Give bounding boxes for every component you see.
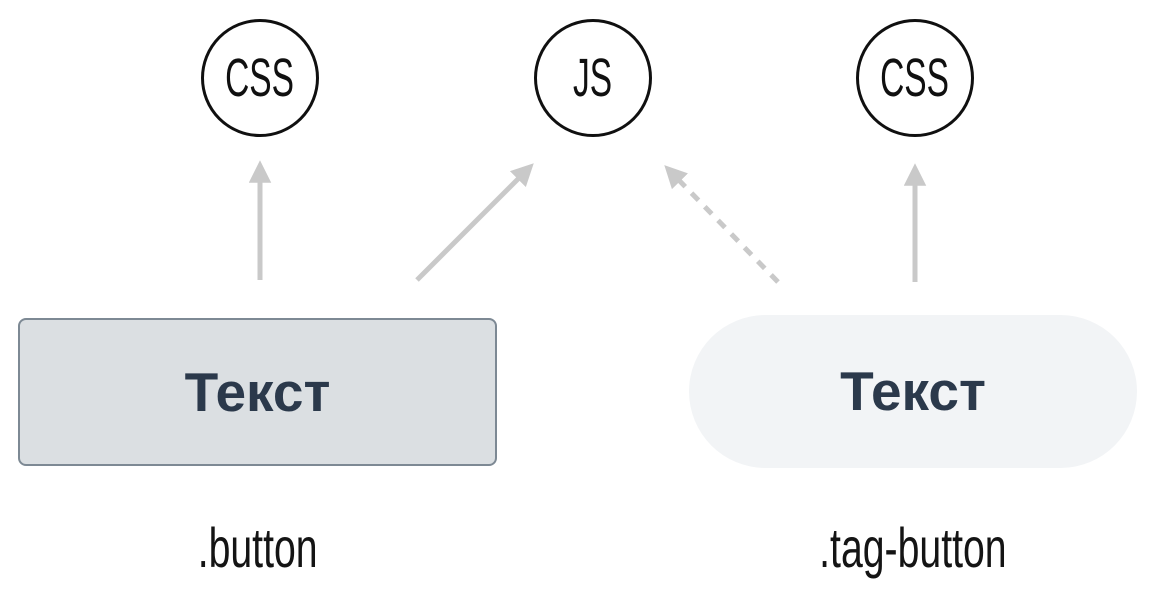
node-css-right-label: CSS xyxy=(880,48,950,108)
tag-button-example: Текст xyxy=(689,315,1137,468)
node-js: JS xyxy=(534,19,652,137)
tag-button-example-label: Текст xyxy=(840,360,986,422)
tag-button-class-label-text: .tag-button xyxy=(819,516,1007,579)
button-example: Текст xyxy=(18,318,497,466)
button-class-label-text: .button xyxy=(197,516,318,579)
arrow-tag-button-to-js-dashed xyxy=(664,165,780,284)
tag-button-class-label: .tag-button xyxy=(689,520,1137,580)
node-css-right: CSS xyxy=(856,19,974,137)
arrow-button-to-js xyxy=(415,163,534,282)
node-css-left: CSS xyxy=(201,19,319,137)
button-example-label: Текст xyxy=(184,360,331,423)
node-js-label: JS xyxy=(573,48,613,108)
button-class-label: .button xyxy=(18,520,497,580)
node-css-left-label: CSS xyxy=(225,48,295,108)
